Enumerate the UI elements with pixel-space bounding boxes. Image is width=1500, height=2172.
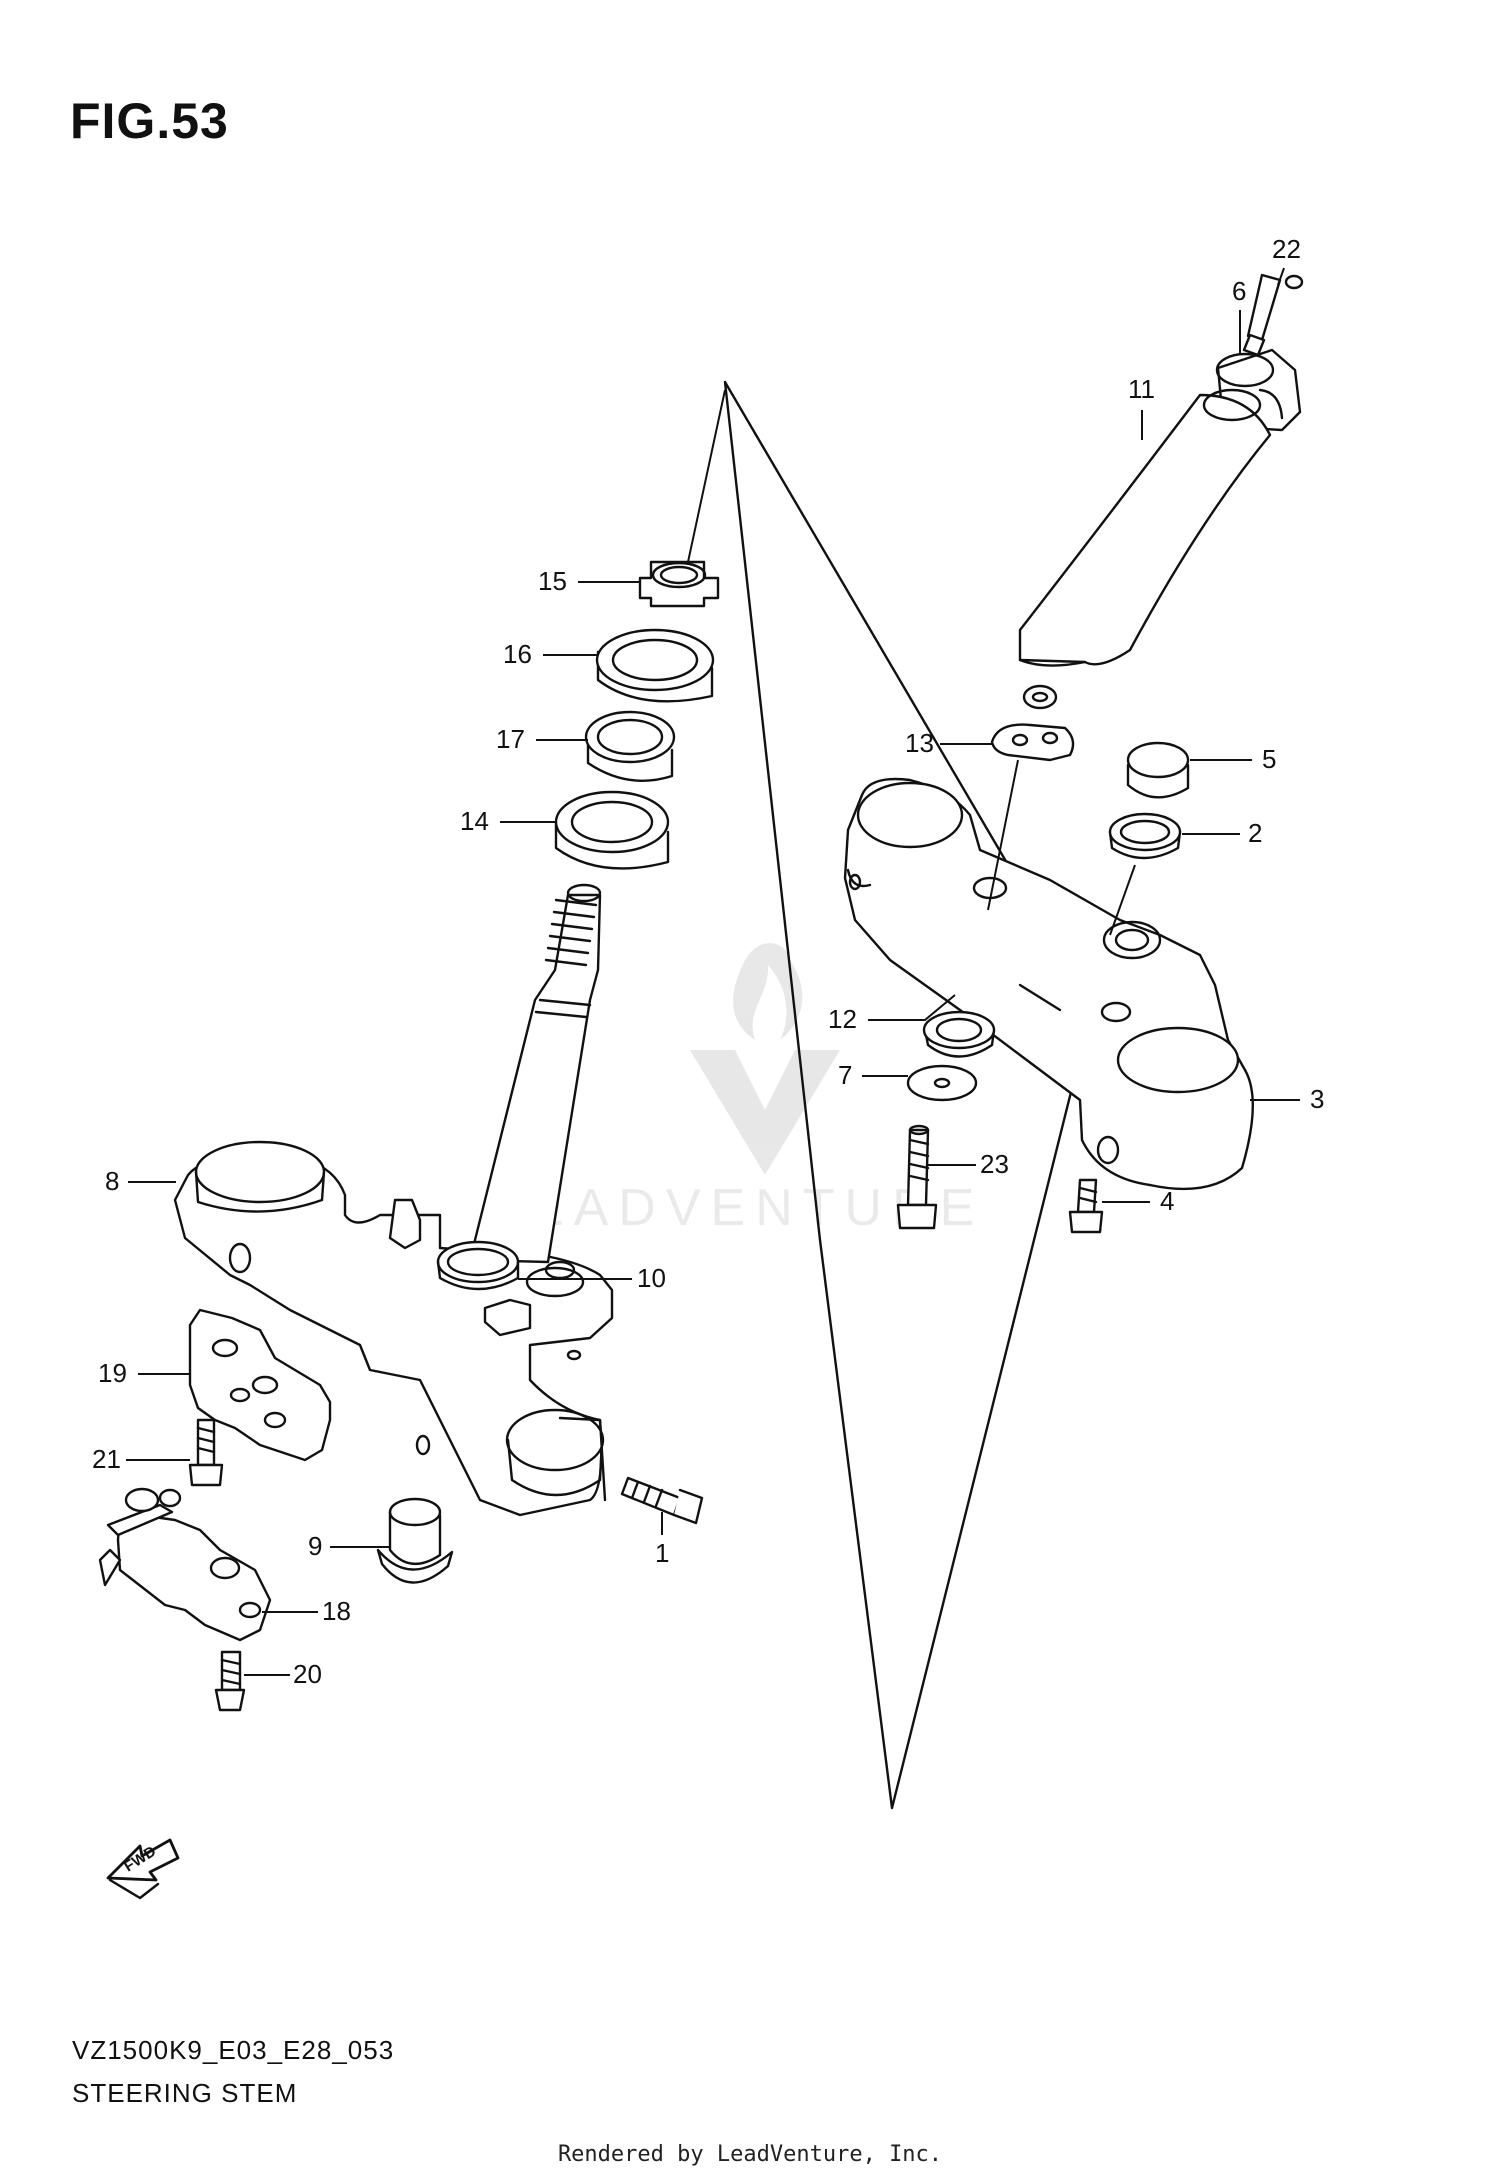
callout-3: 3 [1310,1084,1324,1114]
callout-10: 10 [637,1263,666,1293]
washer-small [1022,684,1058,710]
washer-2 [1108,812,1182,860]
watermark-text: LEADVENTURE [490,1179,984,1237]
callout-22: 22 [1272,234,1301,264]
bearing-16 [595,628,715,703]
callout-4: 4 [1160,1186,1174,1216]
leader-line-22 [1277,267,1285,286]
callout-6: 6 [1232,276,1246,306]
dust-seal-10 [436,1240,520,1291]
assembly-line-2 [1109,864,1136,936]
bolt-4 [1068,1178,1104,1234]
callout-8: 8 [105,1166,119,1196]
fwd-arrow-icon [106,1838,180,1900]
callout-17: 17 [496,724,525,754]
handlebar-11 [1018,388,1272,667]
callout-1: 1 [655,1538,669,1568]
leader-lines [126,267,1300,1676]
figure-title: FIG.53 [70,93,229,149]
callout-5: 5 [1262,744,1276,774]
bolt-1 [620,1476,704,1525]
leadventure-watermark [690,943,840,1175]
plate-13 [990,723,1075,762]
steering-lock-18 [98,1487,272,1642]
callout-23: 23 [980,1149,1009,1179]
steering-stem-8 [173,1140,614,1517]
callout-13: 13 [905,728,934,758]
upper-bracket-3 [843,777,1255,1191]
cap-9 [376,1497,454,1584]
callout-21: 21 [92,1444,121,1474]
assembly-line-3 [687,389,726,563]
stem-shaft [468,883,602,1264]
bolt-22 [1242,273,1304,357]
bolt-20 [214,1650,246,1712]
callout-15: 15 [538,566,567,596]
callout-11: 11 [1128,374,1155,404]
callout-12: 12 [828,1004,857,1034]
washer-7 [906,1064,978,1102]
callout-16: 16 [503,639,532,669]
callout-2: 2 [1248,818,1262,848]
bolt-21 [188,1418,224,1487]
callout-14: 14 [460,806,489,836]
spacer-12 [922,1010,996,1058]
figure-subtitle: STEERING STEM [72,2078,298,2108]
lock-nut-15 [638,560,720,608]
bearing-17 [584,710,676,782]
model-code: VZ1500K9_E03_E28_053 [72,2035,395,2065]
callout-19: 19 [98,1358,127,1388]
bolt-23 [896,1124,938,1230]
cap-5 [1126,741,1190,799]
footer-credit: Rendered by LeadVenture, Inc. [557,2142,943,2167]
callout-18: 18 [322,1596,351,1626]
leader-line-12 [868,994,956,1021]
bearing-14 [554,790,670,870]
lock-bracket-19 [188,1308,332,1462]
callout-7: 7 [838,1060,852,1090]
assembly-line-1 [987,759,1019,911]
callout-20: 20 [293,1659,322,1689]
group-separator-line [723,380,1094,1810]
callout-9: 9 [308,1531,322,1561]
